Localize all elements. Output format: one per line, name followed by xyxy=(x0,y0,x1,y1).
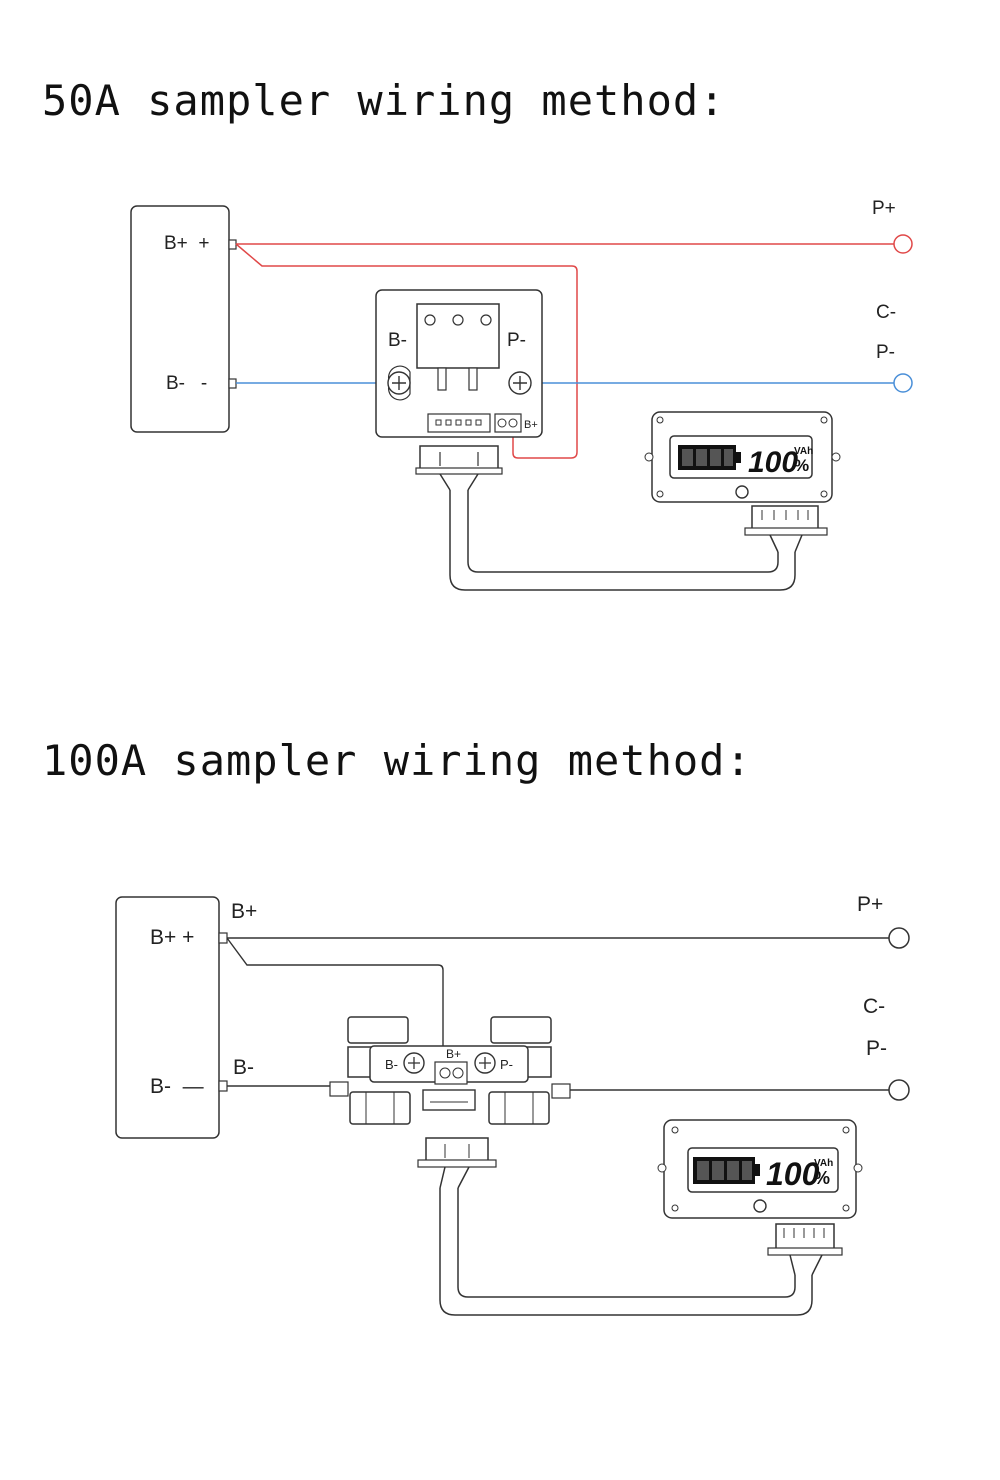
signal-cable xyxy=(439,1188,813,1316)
sampler-bminus-label: B- xyxy=(388,330,407,351)
sampler-bminus-label: B- xyxy=(385,1057,398,1072)
meter-unit-percent: % xyxy=(794,456,809,475)
sampler-50a: B- P- B+ xyxy=(375,289,543,438)
battery-50a xyxy=(130,205,230,433)
sampler-bplus-wire xyxy=(235,243,578,459)
battery-neg-label: B- — xyxy=(150,1075,204,1098)
p-minus-terminal xyxy=(893,373,913,393)
battery-pos-terminal xyxy=(228,239,237,250)
output-p-minus-label: P- xyxy=(876,342,895,363)
sampler-bplus-label: B+ xyxy=(524,419,538,431)
output-c-minus-label: C- xyxy=(863,995,885,1018)
output-c-minus-label: C- xyxy=(876,302,896,323)
sampler-100a: B- P- B+ xyxy=(329,1016,571,1125)
terminal-bplus-label: B+ xyxy=(231,900,257,923)
battery-pos-label: B+ + xyxy=(164,233,209,254)
sampler-pminus-label: P- xyxy=(500,1057,513,1072)
terminal-bminus-label: B- xyxy=(233,1056,254,1079)
p-plus-terminal xyxy=(888,927,910,949)
meter-unit-percent: % xyxy=(814,1168,830,1188)
sampler-bplus-wire xyxy=(226,937,444,1062)
output-p-minus-label: P- xyxy=(866,1037,887,1060)
sampler-pminus-label: P- xyxy=(507,330,526,351)
diagram-100a: B+ + B- — B+ B- P+ C- P- xyxy=(115,893,910,1316)
display-meter-50a: 100 VAh % xyxy=(644,411,841,553)
section-100a-title: 100A sampler wiring method: xyxy=(42,736,752,785)
meter-unit-vah: VAh xyxy=(794,446,813,457)
meter-unit-vah: VAh xyxy=(814,1158,833,1169)
battery-neg-label: B- - xyxy=(166,373,207,394)
battery-pos-terminal xyxy=(218,932,228,944)
p-minus-terminal xyxy=(888,1079,910,1101)
sampler-bplus-label: B+ xyxy=(446,1047,461,1061)
battery-100a xyxy=(115,896,220,1139)
display-meter-100a: 100 VAh % xyxy=(657,1119,863,1276)
output-p-plus-label: P+ xyxy=(857,893,883,916)
section-50a-title: 50A sampler wiring method: xyxy=(42,76,726,125)
diagram-50a: B+ + B- - P+ C- P- B- P- xyxy=(130,198,913,591)
signal-cable xyxy=(449,490,796,591)
cable-plug-50a xyxy=(415,445,503,491)
battery-pos-label: B+ + xyxy=(150,926,194,949)
meter-percent: 100 xyxy=(748,446,798,479)
battery-neg-terminal xyxy=(218,1080,228,1092)
output-p-plus-label: P+ xyxy=(872,198,896,219)
meter-percent: 100 xyxy=(766,1156,820,1192)
battery-neg-terminal xyxy=(228,378,237,389)
cable-plug-100a xyxy=(417,1137,497,1189)
p-plus-terminal xyxy=(893,234,913,254)
